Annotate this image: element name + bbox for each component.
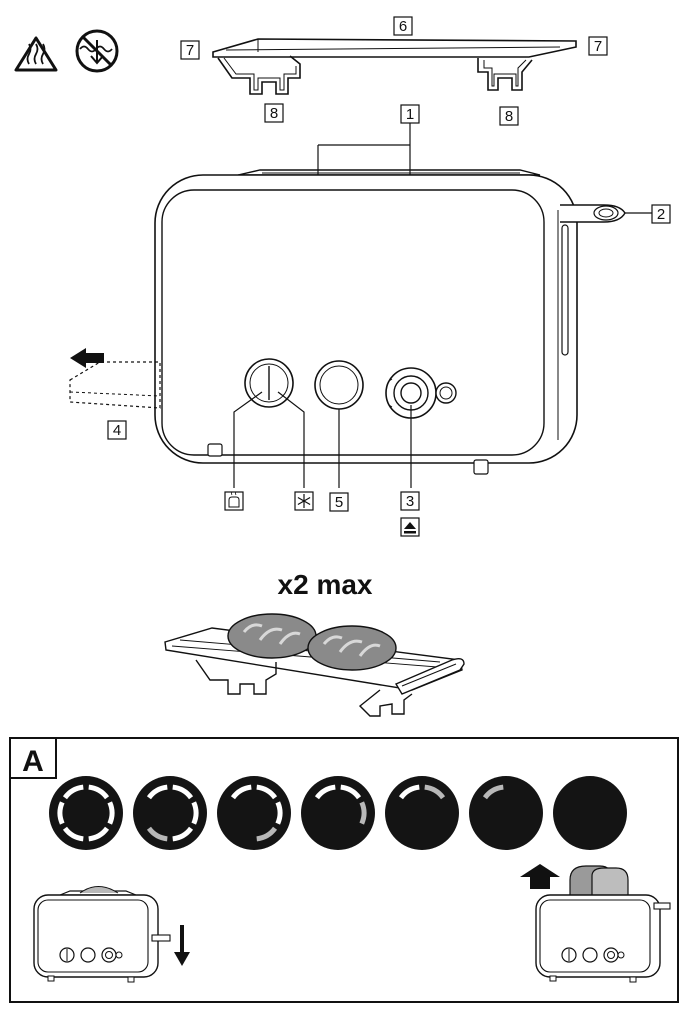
dial-segment — [275, 801, 283, 825]
dial-segment — [256, 826, 278, 842]
dial-segment — [146, 826, 168, 842]
callout-6: 6 — [393, 16, 413, 36]
callout-8-left: 8 — [264, 103, 284, 123]
callout-3: 3 — [400, 491, 420, 511]
callout-8-right: 8 — [499, 106, 519, 126]
dial-segment — [340, 784, 362, 800]
reheat-bread-icon — [224, 491, 244, 511]
dial-segment — [62, 826, 84, 842]
arrow-up-icon — [520, 864, 560, 889]
dial-segment — [482, 784, 504, 800]
dial-segment — [88, 784, 110, 800]
dial-segment — [172, 784, 194, 800]
browning-dial-level-6 — [469, 776, 543, 850]
dial-segment — [314, 784, 336, 800]
svg-text:2: 2 — [657, 206, 665, 223]
callout-7-left: 7 — [180, 40, 200, 60]
toaster-small-left — [33, 886, 171, 983]
svg-text:3: 3 — [406, 493, 414, 510]
snowflake-icon — [294, 491, 314, 511]
hot-surface-icon — [14, 36, 58, 72]
svg-text:1: 1 — [406, 106, 414, 123]
toaster-small-right — [535, 865, 671, 983]
dial-segment — [62, 784, 84, 800]
dial-segment — [256, 784, 278, 800]
cancel-button-5 — [314, 360, 364, 410]
bun-warmer-rack — [212, 38, 577, 95]
browning-dial-level-2 — [133, 776, 207, 850]
svg-text:4: 4 — [113, 422, 121, 439]
bun-left — [227, 613, 317, 659]
dial-segment — [146, 784, 168, 800]
toaster-main — [154, 169, 626, 475]
rack-with-buns — [164, 613, 465, 717]
knob-reheat-defrost — [244, 358, 294, 408]
arrow-down-icon — [174, 925, 190, 966]
callout-5: 5 — [329, 492, 349, 512]
arrow-left-icon — [70, 348, 104, 368]
dial-segment — [172, 826, 194, 842]
svg-text:7: 7 — [594, 38, 602, 55]
crumb-tray — [69, 361, 161, 409]
dial-segment — [398, 784, 420, 800]
svg-text:6: 6 — [399, 18, 407, 35]
browning-dial-level-4 — [301, 776, 375, 850]
capacity-heading: x2 max — [278, 569, 373, 600]
callout-2: 2 — [625, 204, 671, 224]
svg-text:5: 5 — [335, 494, 343, 511]
dial-segment — [424, 784, 446, 800]
dial-segment — [191, 801, 199, 825]
panel-letter: A — [22, 745, 44, 778]
callout-7-right: 7 — [588, 36, 608, 56]
browning-dial-level-5 — [385, 776, 459, 850]
browning-dial-level-7 — [553, 776, 627, 850]
dial-segment — [107, 801, 115, 825]
dial-segment — [230, 784, 252, 800]
svg-text:8: 8 — [270, 105, 278, 122]
callout-4: 4 — [107, 420, 127, 440]
no-water-immersion-icon — [75, 29, 119, 73]
eject-icon — [400, 517, 420, 537]
svg-text:7: 7 — [186, 42, 194, 59]
svg-text:8: 8 — [505, 108, 513, 125]
callout-1: 1 — [400, 104, 420, 124]
browning-dial-level-3 — [217, 776, 291, 850]
leader-lines — [233, 122, 412, 488]
dial-segment — [57, 801, 65, 825]
dial-segment — [359, 801, 367, 825]
browning-dial-level-1 — [49, 776, 123, 850]
browning-level-dials — [49, 776, 627, 850]
dial-segment — [88, 826, 110, 842]
bun-right — [307, 625, 397, 671]
